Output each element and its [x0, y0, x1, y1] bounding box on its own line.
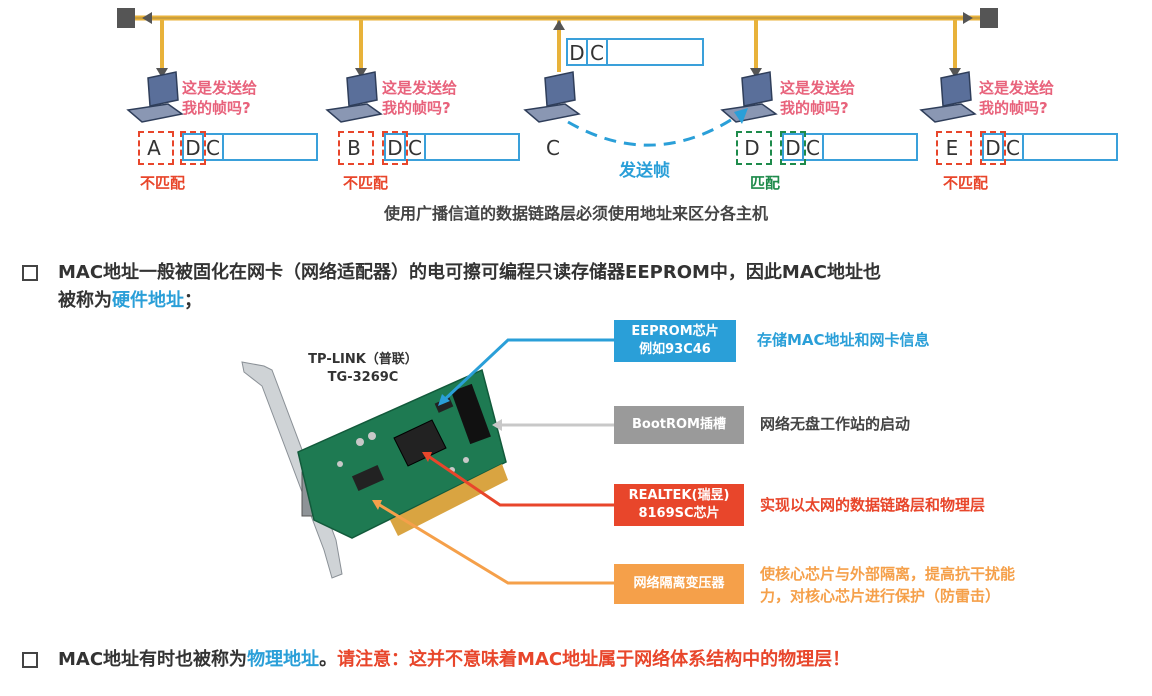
compare-box-a-addr: [138, 131, 174, 165]
host-address-d: D: [744, 136, 760, 160]
bullet-checkbox-2: [22, 652, 38, 668]
realtek-desc: 实现以太网的数据链路层和物理层: [760, 496, 986, 514]
question-b: 这是发送给 我的帧吗?: [382, 79, 458, 117]
paragraph-2: MAC地址有时也被称为物理地址。请注意：这并不意味着MAC地址属于网络体系结构中…: [58, 649, 851, 670]
send-arrow: [567, 112, 741, 147]
laptop-icon-b: [325, 71, 383, 123]
nic-image: [241, 361, 508, 579]
diagram-caption: 使用广播信道的数据链路层必须使用地址来区分各主机: [383, 204, 768, 223]
compare-box-b-addr: [338, 131, 374, 165]
compare-box-d-dest: [780, 131, 806, 165]
frame-src: C: [588, 40, 608, 65]
host-address-e: E: [945, 136, 959, 160]
physical-address-term: 物理地址: [247, 649, 320, 670]
host-address-b: B: [347, 136, 361, 160]
result-b: 不匹配: [343, 174, 389, 192]
result-a: 不匹配: [140, 174, 186, 192]
broadcast-frame: D C: [566, 38, 704, 66]
realtek-label: REALTEK(瑞昱) 8169SC芯片: [614, 484, 744, 526]
paragraph-1: MAC地址一般被固化在网卡（网络适配器）的电可擦可编程只读存储器EEPROM中，…: [58, 262, 881, 311]
bootrom-desc: 网络无盘工作站的启动: [760, 415, 911, 433]
nic-model: TP-LINK（普联） TG-3269C: [308, 352, 418, 385]
eeprom-desc: 存储MAC地址和网卡信息: [757, 331, 930, 349]
question-a: 这是发送给 我的帧吗?: [182, 79, 258, 117]
compare-box-a-dest: [180, 131, 206, 165]
question-e: 这是发送给 我的帧吗?: [979, 79, 1055, 117]
compare-box-b-dest: [382, 131, 408, 165]
transformer-desc: 使核心芯片与外部隔离，提高抗干扰能 力，对核心芯片进行保护（防雷击）: [760, 565, 1016, 605]
send-label: 发送帧: [619, 161, 670, 181]
laptop-icon-c: [523, 71, 581, 123]
compare-box-e-dest: [980, 131, 1006, 165]
host-address-a: A: [147, 136, 161, 160]
bootrom-label: BootROM插槽: [614, 406, 744, 444]
result-e: 不匹配: [943, 174, 989, 192]
eeprom-label: EEPROM芯片 例如93C46: [614, 320, 736, 362]
bus-terminator-left: [117, 8, 135, 28]
result-d: 匹配: [750, 174, 781, 192]
transformer-label: 网络隔离变压器: [614, 564, 744, 604]
laptop-icon-a: [126, 71, 184, 123]
compare-box-d-addr: [736, 131, 772, 165]
hardware-address-term: 硬件地址: [112, 290, 184, 311]
laptop-icon-d: [720, 71, 778, 123]
bullet-checkbox-1: [22, 265, 38, 281]
frame-dest: D: [568, 40, 588, 65]
host-address-c: C: [546, 136, 560, 160]
bus-diagram: [117, 8, 998, 147]
note-warning: 请注意：这并不意味着MAC地址属于网络体系结构中的物理层！: [337, 649, 851, 670]
compare-box-e-addr: [936, 131, 972, 165]
question-d: 这是发送给 我的帧吗?: [780, 79, 856, 117]
laptop-icon-e: [919, 71, 977, 123]
bus-terminator-right: [980, 8, 998, 28]
